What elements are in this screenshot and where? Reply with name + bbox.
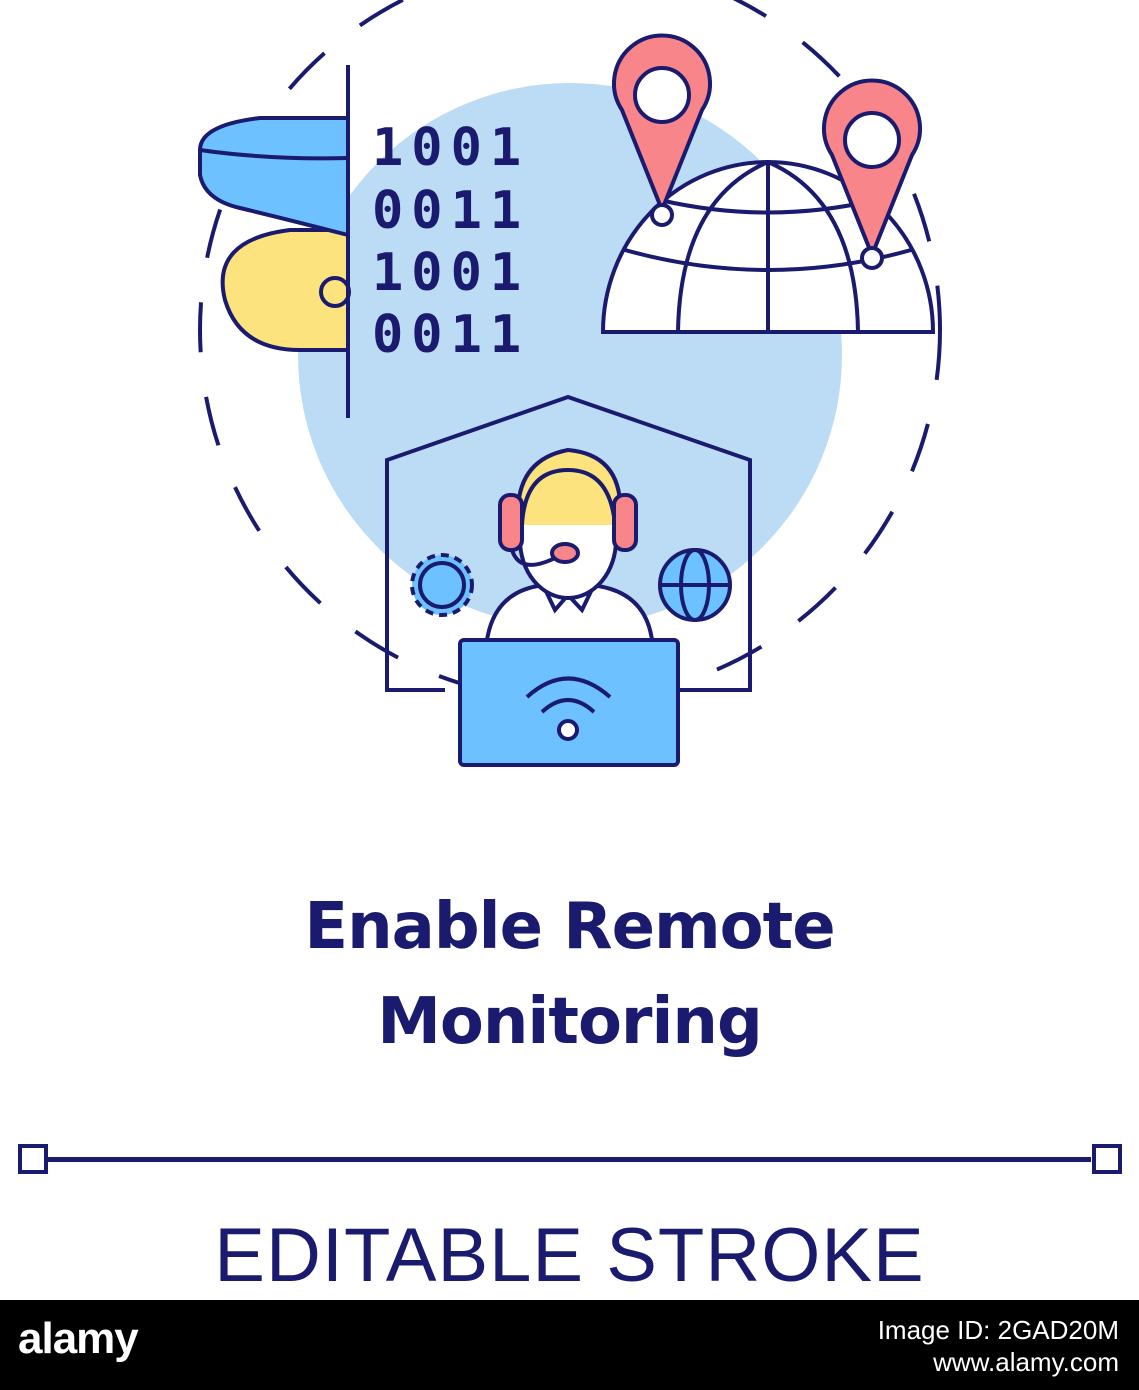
footer-url: www.alamy.com bbox=[933, 1347, 1119, 1377]
page-title-line-1: Enable Remote bbox=[304, 890, 835, 964]
binary-row-1: 1001 bbox=[372, 118, 529, 178]
operator-headset-icon bbox=[485, 447, 654, 641]
binary-row-2: 0011 bbox=[372, 181, 529, 241]
footer-image-info: Image ID: 2GAD20M www.alamy.com bbox=[878, 1314, 1119, 1378]
binary-row-3: 1001 bbox=[372, 243, 529, 303]
location-pin-icon bbox=[612, 33, 712, 227]
stroke-handle-right bbox=[1092, 1144, 1122, 1174]
page-title-line-2: Monitoring bbox=[377, 985, 763, 1059]
house-icon bbox=[385, 394, 752, 692]
footer-image-id: Image ID: 2GAD20M bbox=[877, 1315, 1119, 1345]
remote-monitoring-illustration: 1001 0011 1001 0011 bbox=[198, 0, 942, 767]
location-pin-icon-2 bbox=[822, 78, 922, 270]
binary-code: 1001 0011 1001 0011 bbox=[372, 118, 529, 365]
security-camera-icon bbox=[198, 65, 351, 418]
laptop-icon bbox=[458, 638, 680, 767]
footer-brand-logo: alamy bbox=[18, 1314, 139, 1363]
wifi-icon bbox=[525, 676, 612, 741]
binary-row-4: 0011 bbox=[372, 305, 529, 365]
small-globe-icon bbox=[658, 548, 732, 622]
gear-icon bbox=[410, 553, 474, 617]
stroke-handle-left bbox=[18, 1144, 48, 1174]
editable-stroke-label: EDITABLE STROKE bbox=[214, 1213, 925, 1298]
stroke-line bbox=[48, 1157, 1091, 1162]
watermark-footer: alamy Image ID: 2GAD20M www.alamy.com bbox=[0, 1300, 1139, 1390]
